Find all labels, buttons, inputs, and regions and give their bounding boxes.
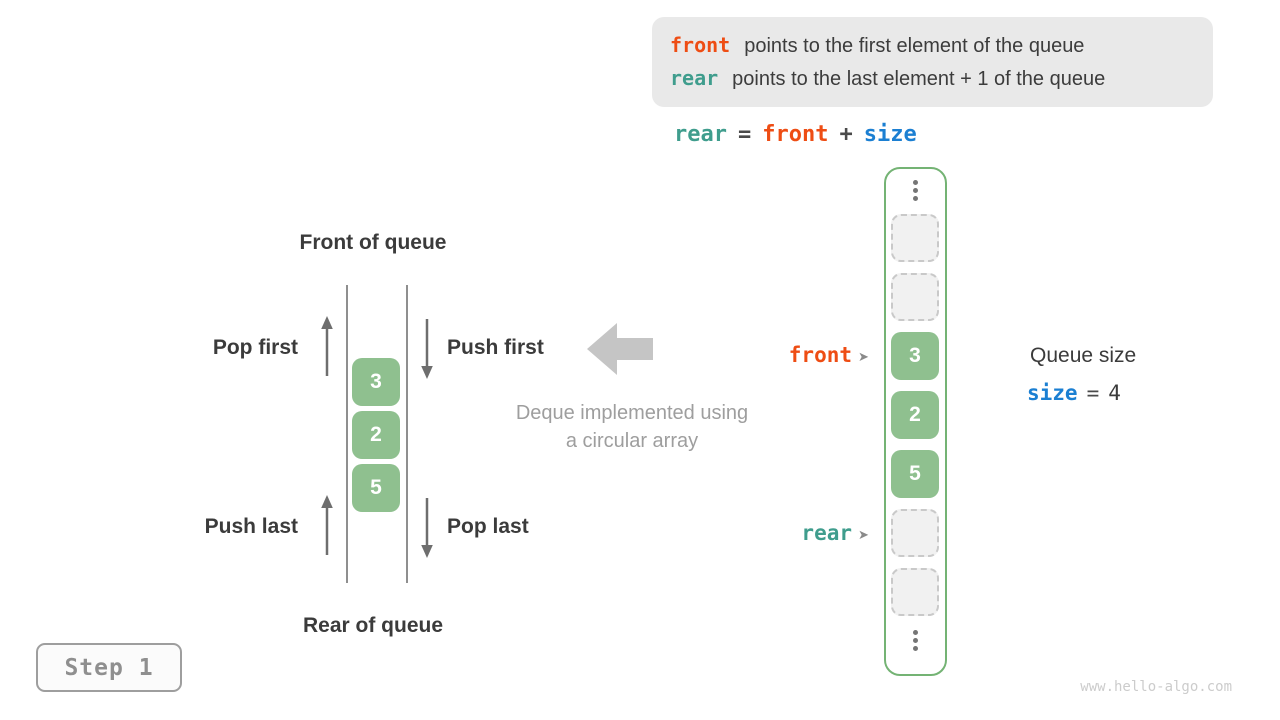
pop-first-up-arrow-icon [321, 316, 333, 376]
push-last-label: Push last [204, 515, 298, 538]
caption-line-2: a circular array [565, 430, 699, 452]
front-explanation-text: points to the first element of the queue [744, 35, 1085, 57]
rear-of-queue-label: Rear of queue [302, 614, 444, 637]
push-first-label: Push first [447, 336, 544, 359]
front-pointer-label: front [788, 343, 852, 367]
deque-cell-5: 5 [352, 464, 400, 512]
pop-first-label: Pop first [212, 336, 298, 359]
rear-explanation-text: points to the last element + 1 of the qu… [732, 68, 1106, 90]
size-equals: = [1086, 381, 1100, 405]
front-of-queue-label: Front of queue [299, 231, 447, 254]
array-cell-2: 2 [891, 391, 939, 439]
deque-channel-right-line [406, 285, 408, 583]
array-cell-5: 5 [891, 450, 939, 498]
push-first-down-arrow-icon [421, 319, 433, 379]
size-variable: size [1027, 381, 1078, 405]
equation-front: front [762, 122, 829, 147]
rear-equation: rear = front + size [674, 122, 917, 147]
equation-equals: = [737, 122, 752, 147]
pointer-explanation-box: front points to the first element of the… [652, 17, 1213, 107]
equation-size: size [863, 122, 917, 147]
rear-pointer-arrow-icon: ➤ [858, 527, 869, 542]
caption-line-1: Deque implemented using [515, 402, 749, 424]
array-cell-empty-4 [891, 568, 939, 616]
pop-last-label: Pop last [447, 515, 529, 538]
push-last-up-arrow-icon [321, 495, 333, 555]
front-keyword: front [670, 33, 731, 57]
array-cell-empty-2 [891, 273, 939, 321]
deque-cell-3: 3 [352, 358, 400, 406]
equation-rear: rear [674, 122, 727, 147]
array-cell-3: 3 [891, 332, 939, 380]
front-explanation-line: front points to the first element of the… [670, 33, 1213, 58]
pop-last-down-arrow-icon [421, 498, 433, 558]
ellipsis-top-icon [913, 180, 918, 201]
rear-pointer-label: rear [801, 521, 852, 545]
queue-size-title: Queue size [1030, 344, 1137, 367]
watermark: www.hello-algo.com [1080, 679, 1232, 695]
array-cell-empty-1 [891, 214, 939, 262]
deque-channel-left-line [346, 285, 348, 583]
deque-cell-2: 2 [352, 411, 400, 459]
ellipsis-bottom-icon [913, 630, 918, 651]
front-pointer-arrow-icon: ➤ [858, 349, 869, 364]
rear-keyword: rear [670, 66, 719, 90]
equation-plus: + [839, 122, 853, 147]
array-cell-empty-3 [891, 509, 939, 557]
size-equation: size = 4 [1027, 381, 1121, 405]
step-badge: Step 1 [36, 643, 182, 692]
left-block-arrow-icon [587, 323, 653, 375]
caption: Deque implemented using a circular array [482, 399, 782, 455]
rear-explanation-line: rear points to the last element + 1 of t… [670, 66, 1213, 91]
size-value: 4 [1108, 381, 1121, 405]
